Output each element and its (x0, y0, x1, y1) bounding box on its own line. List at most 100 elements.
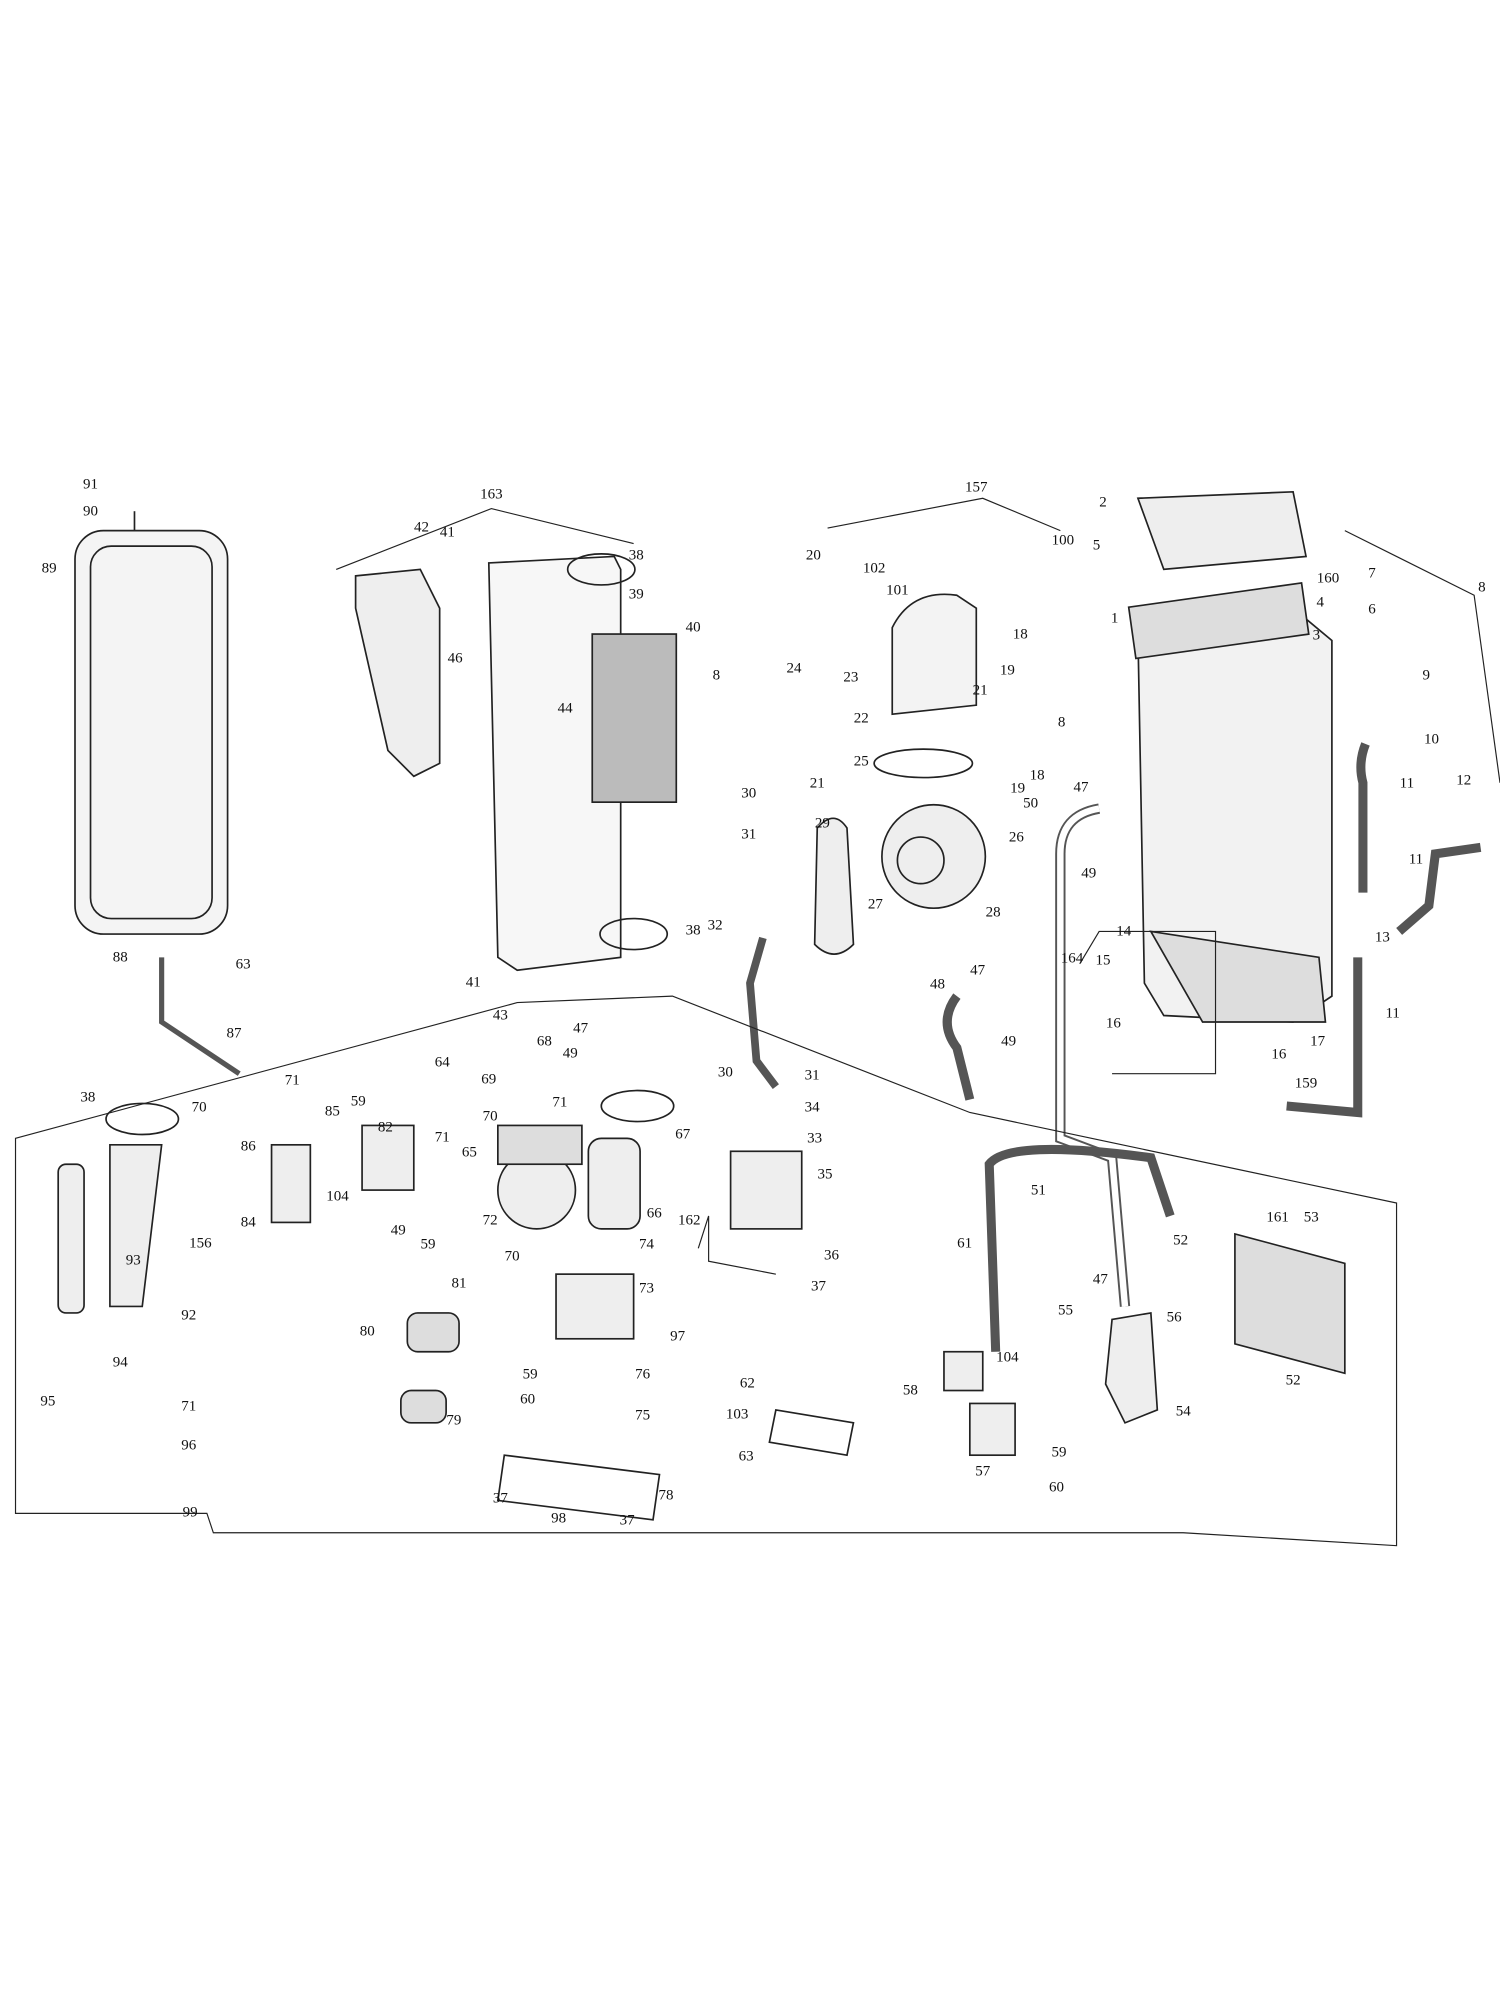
callout-label: 82 (377, 1119, 393, 1136)
callout-label: 16 (1105, 1015, 1121, 1032)
callout-label: 24 (786, 660, 802, 677)
callout-label: 17 (1310, 1033, 1326, 1050)
callout-label: 66 (646, 1205, 662, 1222)
callout-label: 19 (1010, 780, 1026, 797)
callout-label: 93 (125, 1252, 141, 1269)
callout-label: 8 (1478, 579, 1486, 596)
callout-label: 59 (420, 1236, 436, 1253)
callout-label: 90 (83, 503, 99, 520)
callout-label: 26 (1008, 829, 1024, 846)
callout-label: 60 (1048, 1479, 1064, 1496)
callout-label: 59 (350, 1093, 366, 1110)
callout-label: 23 (843, 669, 859, 686)
callout-label: 40 (685, 619, 701, 636)
callout-label: 47 (970, 962, 986, 979)
callout-label: 32 (707, 917, 723, 934)
callout-label: 56 (1166, 1309, 1182, 1326)
callout-label: 12 (1456, 772, 1472, 789)
siphon (57, 1163, 85, 1314)
callout-label: 31 (741, 826, 757, 843)
callout-label: 15 (1095, 952, 1111, 969)
callout-label: 70 (482, 1108, 498, 1125)
callout-label: 2 (1099, 494, 1107, 511)
callout-label: 8 (1057, 714, 1066, 731)
callout-label: 163 (480, 486, 503, 503)
callout-label: 41 (439, 524, 455, 541)
callout-label: 21 (809, 775, 825, 792)
callout-label: 4 (1316, 594, 1325, 611)
callout-label: 69 (481, 1071, 497, 1088)
callout-label: 30 (741, 785, 757, 802)
callout-label: 49 (390, 1222, 406, 1239)
callout-label: 35 (817, 1166, 833, 1183)
callout-label: 57 (975, 1463, 991, 1480)
callout-label: 84 (240, 1214, 256, 1231)
callout-label: 68 (536, 1033, 552, 1050)
callout-label: 76 (635, 1366, 651, 1383)
callout-label: 34 (804, 1099, 820, 1116)
callout-label: 99 (182, 1504, 198, 1521)
callout-label: 71 (284, 1072, 300, 1089)
callout-label: 78 (658, 1487, 674, 1504)
callout-label: 51 (1030, 1182, 1046, 1199)
callout-label: 63 (235, 956, 251, 973)
callout-label: 59 (522, 1366, 538, 1383)
callout-label: 160 (1316, 570, 1340, 587)
callout-label: 59 (1051, 1444, 1067, 1461)
callout-label: 25 (853, 753, 869, 770)
callout-label: 55 (1058, 1302, 1074, 1319)
callout-label: 19 (999, 662, 1015, 679)
callout-label: 157 (965, 479, 988, 495)
callout-label: 7 (1368, 565, 1376, 582)
callout-label: 29 (814, 815, 830, 832)
callout-label: 31 (804, 1067, 820, 1084)
callout-label: 94 (112, 1354, 128, 1371)
callout-label: 72 (482, 1212, 498, 1229)
callout-label: 49 (1001, 1033, 1017, 1050)
callout-label: 36 (823, 1247, 839, 1264)
callout-label: 95 (40, 1393, 56, 1410)
callout-label: 41 (465, 974, 481, 991)
callout-label: 13 (1374, 929, 1390, 945)
callout-label: 85 (324, 1103, 340, 1120)
callout-label: 21 (972, 682, 988, 699)
callout-label: 49 (1081, 865, 1097, 882)
callout-label: 48 (930, 976, 945, 993)
callout-label: 30 (717, 1064, 733, 1081)
group-outline-99 (14, 995, 1398, 1547)
callout-label: 5 (1092, 537, 1101, 554)
callout-label: 97 (670, 1328, 686, 1345)
callout-label: 70 (504, 1248, 520, 1265)
callout-label: 103 (725, 1406, 749, 1423)
callout-label: 18 (1029, 767, 1045, 784)
callout-label: 50 (1023, 795, 1039, 812)
callout-label: 43 (492, 1007, 508, 1024)
callout-label: 38 (685, 922, 701, 939)
callout-label: 53 (1303, 1209, 1319, 1226)
callout-label: 47 (573, 1020, 589, 1037)
callout-label: 9 (1422, 667, 1431, 684)
callout-label: 54 (1175, 1403, 1191, 1420)
callout-label: 42 (414, 519, 430, 536)
callout-label: 44 (557, 700, 573, 717)
callout-label: 71 (181, 1398, 197, 1415)
callout-label: 96 (181, 1437, 197, 1454)
callout-label: 39 (628, 586, 644, 603)
callout-label: 6 (1368, 601, 1376, 618)
callout-label: 98 (551, 1510, 567, 1527)
front-cover (354, 568, 441, 778)
callout-label: 20 (805, 547, 821, 564)
callout-label: 18 (1012, 626, 1028, 643)
callout-label: 79 (446, 1412, 462, 1429)
callout-label: 86 (240, 1138, 256, 1155)
callout-label: 73 (639, 1280, 655, 1297)
frame-panel (487, 555, 622, 972)
callout-label: 52 (1285, 1372, 1301, 1389)
callout-label: 87 (226, 1025, 242, 1042)
callout-label: 65 (461, 1144, 477, 1161)
callout-label: 37 (492, 1490, 508, 1507)
callout-label: 60 (520, 1391, 536, 1408)
callout-label: 27 (867, 896, 883, 913)
callout-label: 1 (1110, 610, 1119, 627)
callout-label: 156 (189, 1235, 212, 1252)
